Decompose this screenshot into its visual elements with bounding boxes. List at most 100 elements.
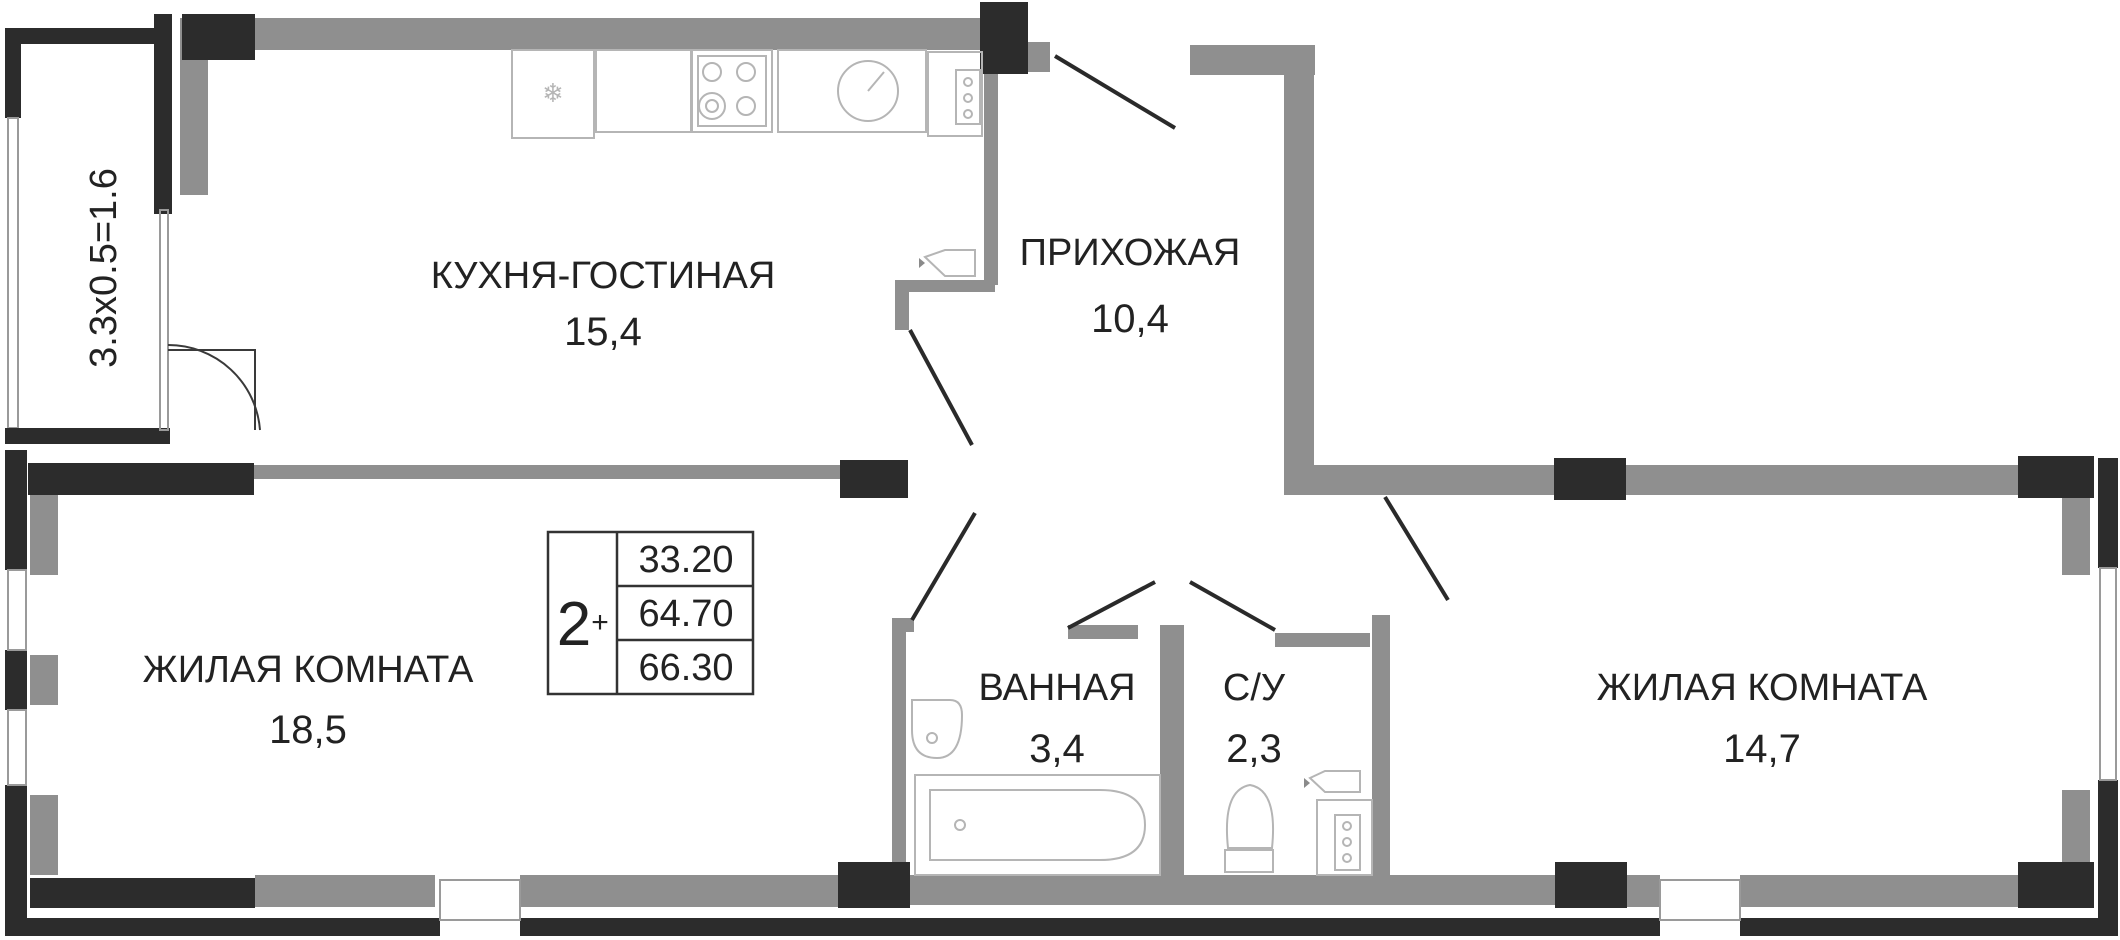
boiler-box [927,51,983,137]
room-labels: КУХНЯ-ГОСТИНАЯ 15,4 ПРИХОЖАЯ 10,4 ЖИЛАЯ … [143,232,1928,771]
windows [7,567,2117,921]
radiator-valve [923,249,976,277]
room-name-bathroom: ВАННАЯ [978,667,1135,709]
boiler-knob [1342,853,1352,863]
door-room1 [910,511,977,622]
boiler-knob [1342,821,1352,831]
rooms-count: 2 [557,590,591,659]
room-name-wc: С/У [1223,667,1286,709]
wall-left-kitchen [180,50,208,195]
wall-bottom-2 [520,875,840,907]
wall-wc-right [1372,615,1390,880]
wall-bath-left [892,618,906,880]
interior-walls [30,18,2094,907]
balcony: 3.3x0.5=1.6 [5,14,261,444]
outer-wall-left [5,785,27,935]
burner [736,62,756,82]
window [7,709,27,786]
outer-wall-bottom [520,918,1660,936]
room-area-bathroom: 3,4 [1029,727,1085,771]
wall-top-kitchen [180,18,980,50]
balcony-door-swing [168,349,256,430]
burner [736,96,756,116]
column [30,878,255,908]
summary-frame [546,530,755,696]
column [838,862,910,908]
column [840,460,908,498]
stove-top [697,55,767,127]
wall-bottom-bath [900,875,1560,905]
bathtub-drain [954,819,966,831]
balcony-window [7,117,19,429]
column [1554,458,1626,500]
wall-bottom-4 [1740,875,2020,907]
boiler [955,69,981,125]
wall-bath-wc [1160,625,1184,880]
boiler-knob [963,109,973,119]
wall-bottom-1 [255,875,435,907]
total-area-value: 64.70 [638,593,733,635]
column [1555,862,1627,908]
toilet-tank [1224,849,1274,873]
washbasin-drain [926,732,938,744]
stove [691,49,773,133]
fridge [511,49,595,139]
sink-counter [777,49,927,133]
outer-wall-bottom [1740,918,2118,936]
room-area-hallway: 10,4 [1091,297,1169,341]
column [980,2,1028,74]
boiler-knob [1342,837,1352,847]
outer-wall-bottom [5,918,440,936]
wall-bath-top-left [892,618,914,632]
outer-wall-right [2098,780,2118,920]
room-area-living-2: 14,7 [1723,727,1801,771]
sink-tap [867,71,885,92]
valve-arrow-icon [919,258,925,268]
door-kitchen [908,329,974,446]
wall-room1-left-mid [30,655,58,705]
balcony-wall-bottom [5,428,170,444]
window [439,879,521,921]
balcony-door-arc [167,343,261,431]
boiler [1334,814,1361,871]
room-name-living-1: ЖИЛАЯ КОМНАТА [143,649,474,691]
rooms-suffix: + [591,606,609,639]
door-wc [1189,580,1276,632]
room-name-living-2: ЖИЛАЯ КОМНАТА [1597,667,1928,709]
window [2099,567,2117,781]
bathtub [914,774,1161,876]
column [2018,456,2094,498]
room-name-hallway: ПРИХОЖАЯ [1020,232,1241,274]
outer-wall-right [2098,458,2118,568]
living-area-value: 33.20 [638,539,733,581]
wall-room2-right-upper [2062,495,2090,575]
boiler-knob [963,77,973,87]
outer-wall-left [5,650,27,710]
kitchen-fixtures: ❄ [511,49,983,277]
wall-hall-right [1284,45,1314,495]
wall-room2-right-lower [2062,790,2090,875]
column [2018,862,2094,908]
snowflake-icon: ❄ [542,78,564,108]
total-area-with-balcony-value: 66.30 [638,647,733,689]
balcony-wall-top [5,28,165,44]
room-area-wc: 2,3 [1226,727,1282,771]
burner [698,92,726,120]
wall-kitchen-hall [984,40,998,285]
wall-kitchen-hall-bottom [895,280,995,292]
doors [908,54,1450,632]
room-area-living-1: 18,5 [269,708,347,752]
boiler-knob [963,93,973,103]
balcony-door-frame [159,209,169,431]
column [28,463,254,495]
wall-room2-top [1284,465,2094,495]
wall-bath-top-right [1068,625,1138,639]
boiler-box [1316,799,1373,876]
column [182,14,255,60]
burner [702,62,722,82]
sink [837,60,899,122]
toilet [1226,783,1274,849]
room-name-kitchen: КУХНЯ-ГОСТИНАЯ [431,255,776,297]
bathtub-inner [929,789,1147,861]
wall-room1-top [250,465,840,479]
